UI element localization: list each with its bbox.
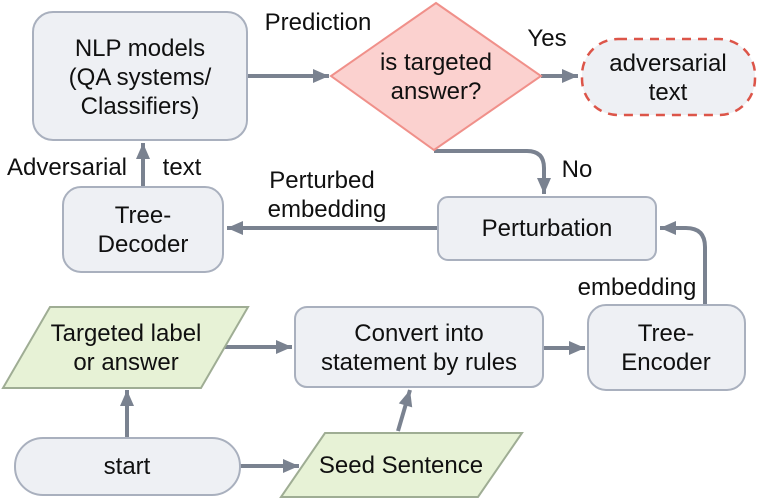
convert-box bbox=[294, 306, 544, 388]
node-perturbation: Perturbation bbox=[437, 196, 657, 261]
targeted-label-line1: Targeted label bbox=[51, 320, 202, 347]
prediction-label: Prediction bbox=[265, 9, 372, 36]
node-seed-sentence: Seed Sentence bbox=[279, 432, 524, 498]
node-start: start bbox=[14, 437, 241, 496]
adversarial-text-line1: adversarial bbox=[609, 50, 726, 77]
node-nlp-models: NLP models (QA systems/ Classifiers) bbox=[32, 11, 248, 141]
targeted-label-line2: or answer bbox=[73, 349, 178, 376]
edge-seed-sentence-to-convert bbox=[396, 389, 413, 432]
node-decision: is targeted answer? bbox=[329, 1, 543, 152]
adversarial-text-line2: text bbox=[649, 79, 688, 106]
decision-diamond bbox=[329, 1, 543, 152]
seed-sentence-parallelogram bbox=[279, 432, 524, 498]
text-edge-label: text bbox=[163, 154, 202, 181]
edges-group bbox=[120, 69, 707, 473]
perturbation-label: Perturbation bbox=[482, 215, 613, 242]
edge-tree-encoder-to-perturbation bbox=[660, 221, 707, 305]
tree-encoder-line2: Encoder bbox=[621, 349, 710, 376]
nlp-models-line3: Classifiers) bbox=[81, 93, 200, 120]
node-tree-encoder: Tree- Encoder bbox=[587, 304, 746, 391]
decision-line1: is targeted bbox=[380, 49, 492, 76]
nlp-models-box bbox=[32, 11, 248, 141]
tree-decoder-box bbox=[62, 186, 224, 273]
node-convert: Convert into statement by rules bbox=[294, 306, 544, 388]
perturbation-box bbox=[437, 196, 657, 261]
perturbed-embedding-label-line2: embedding bbox=[268, 196, 387, 223]
node-tree-decoder: Tree- Decoder bbox=[62, 186, 224, 273]
start-label: start bbox=[104, 453, 151, 480]
tree-decoder-line2: Decoder bbox=[98, 231, 189, 258]
perturbed-embedding-label-line1: Perturbed bbox=[269, 167, 374, 194]
start-box bbox=[14, 437, 241, 496]
tree-encoder-line1: Tree- bbox=[638, 320, 694, 347]
no-label: No bbox=[562, 156, 593, 183]
tree-encoder-box bbox=[587, 304, 746, 391]
nlp-models-line1: NLP models bbox=[75, 35, 205, 62]
decision-line2: answer? bbox=[391, 78, 482, 105]
adversarial-edge-label: Adversarial bbox=[7, 154, 127, 181]
node-adversarial-text: adversarial text bbox=[580, 37, 757, 117]
embedding-label: embedding bbox=[578, 274, 697, 301]
targeted-label-parallelogram bbox=[1, 306, 250, 389]
yes-label: Yes bbox=[527, 25, 566, 52]
seed-sentence-label: Seed Sentence bbox=[319, 452, 483, 479]
adversarial-text-box bbox=[580, 37, 757, 117]
edge-labels-group: Prediction Yes No Adversarial text Pertu… bbox=[7, 9, 696, 301]
convert-line2: statement by rules bbox=[321, 349, 517, 376]
node-targeted-label: Targeted label or answer bbox=[1, 306, 250, 389]
convert-line1: Convert into bbox=[354, 320, 483, 347]
nlp-models-line2: (QA systems/ bbox=[69, 64, 212, 91]
tree-decoder-line1: Tree- bbox=[115, 202, 171, 229]
edge-decision-to-perturbation bbox=[434, 149, 551, 194]
